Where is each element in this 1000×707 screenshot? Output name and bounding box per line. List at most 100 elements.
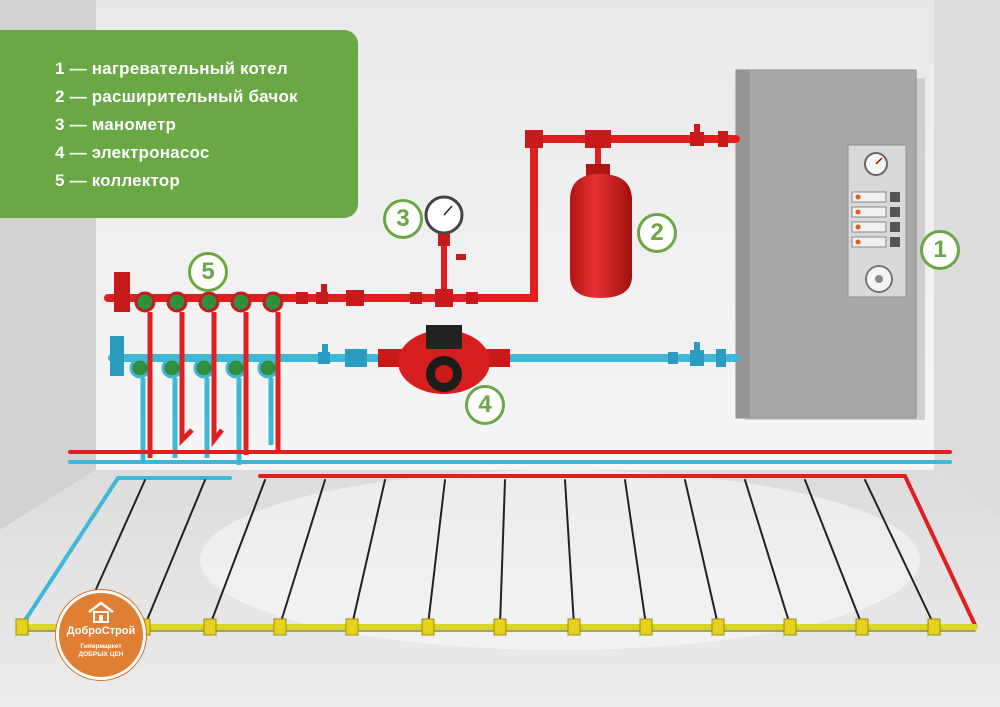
pressure-gauge (424, 195, 464, 246)
return-valve-handle (322, 344, 328, 352)
floor-cross-line (684, 479, 719, 626)
boiler-switch (890, 222, 900, 232)
manifold-supply-valves (134, 291, 284, 313)
return-fitting (110, 336, 124, 376)
floor-loop-coupling (783, 618, 797, 636)
boiler-indicator-lamp (855, 194, 861, 200)
manifold-downpipe (211, 312, 224, 448)
pressure-gauge-stem (438, 232, 450, 246)
manifold-supply-valve (134, 291, 156, 313)
pump-terminal-box (426, 325, 462, 349)
floor-loop-coupling (855, 618, 869, 636)
marker-expansion-tank: 2 (637, 213, 677, 253)
floor-loop-coupling (711, 618, 725, 636)
floor-cross-line (499, 479, 506, 626)
boiler-side (736, 70, 750, 418)
floor-highlight (200, 470, 920, 650)
legend-panel: 1 — нагревательный котел 2 — расширитель… (0, 30, 358, 218)
legend-item-expansion-tank: 2 — расширительный бачок (55, 87, 298, 106)
boiler-indicator-lamp (855, 224, 861, 230)
manifold-return-valve (225, 357, 247, 379)
dobrostroy-logo: ДоброСтрой Гипермаркет ДОБРЫХ ЦЕН (56, 590, 146, 680)
floor-cross-line (564, 479, 575, 626)
floor-loop-coupling (639, 618, 653, 636)
manifold-supply-valve (230, 291, 252, 313)
marker-manifold: 5 (188, 252, 228, 292)
supply-fitting (690, 132, 704, 146)
supply-fitting (410, 292, 422, 304)
boiler-switch (890, 237, 900, 247)
expansion-tank-body (570, 174, 632, 298)
supply-fitting (316, 292, 328, 304)
house-icon (88, 601, 114, 623)
marker-boiler: 1 (920, 230, 960, 270)
manifold-return-valve (257, 357, 279, 379)
supply-fitting (114, 272, 130, 312)
logo-tagline: Гипермаркет (80, 643, 122, 650)
floor-loop-return-branch (20, 476, 120, 627)
return-valve-handle (694, 342, 700, 350)
floor-loop-coupling (345, 618, 359, 636)
return-fitting (690, 350, 704, 366)
legend-item-pump: 4 — электронасос (55, 143, 210, 162)
floor-cross-line (144, 479, 206, 626)
logo-name: ДоброСтрой (66, 625, 136, 637)
return-fitting (318, 352, 330, 364)
supply-valve-handle (456, 254, 466, 260)
floor-loop-coupling (927, 618, 941, 636)
manifold-downpipes (140, 312, 281, 465)
floor-loop-supply-branch (258, 474, 977, 627)
boiler-indicator-row (851, 191, 887, 203)
manifold-supply-valve (166, 291, 188, 313)
supply-fittings (114, 124, 728, 312)
boiler-indicator-row (851, 206, 887, 218)
expansion-tank-cap (586, 164, 610, 176)
manifold-return-valve (129, 357, 151, 379)
return-fitting (668, 352, 678, 364)
boiler-indicator-row (851, 221, 887, 233)
boiler-indicator-rows (851, 191, 900, 248)
floor-cross-line (279, 479, 326, 626)
floor-cross-line (804, 479, 863, 626)
boiler-indicator-row (851, 236, 887, 248)
circulation-pump (378, 325, 510, 394)
supply-fitting (466, 292, 478, 304)
floor-loop-coupling (273, 618, 287, 636)
supply-fitting (346, 290, 364, 306)
manifold-downpipe (179, 312, 194, 447)
floor-cross-line (864, 479, 935, 626)
supply-fitting (718, 131, 728, 147)
manifold-supply-valve (262, 291, 284, 313)
boiler-switch (890, 207, 900, 217)
legend-item-boiler: 1 — нагревательный котел (55, 59, 288, 78)
supply-fitting (296, 292, 308, 304)
floor (0, 470, 1000, 707)
supply-fitting (525, 130, 543, 148)
return-fitting (716, 349, 726, 367)
boiler-gauge-needle (875, 157, 883, 165)
floor-cross-line (624, 479, 647, 626)
supply-valve-handle (694, 124, 700, 132)
boiler-switch (890, 192, 900, 202)
right-wall (934, 0, 1000, 520)
expansion-tank (570, 164, 632, 298)
manifold-supply-valve (198, 291, 220, 313)
floor-cross-line (744, 479, 791, 626)
floor-cross-line (427, 479, 446, 626)
marker-pump: 4 (465, 385, 505, 425)
pressure-gauge-needle (443, 205, 453, 216)
pump-motor-center (435, 365, 453, 383)
manifold-return-valve (161, 357, 183, 379)
logo-tagline: ДОБРЫХ ЦЕН (78, 651, 124, 658)
floor-loop-coupling (567, 618, 581, 636)
return-fitting (345, 349, 367, 367)
manifold (129, 291, 284, 465)
boiler-thermostat-center (875, 275, 883, 283)
boiler (735, 69, 925, 420)
supply-valve-handle (321, 284, 327, 292)
floor-cross-line (351, 479, 386, 626)
legend-item-manifold: 5 — коллектор (55, 171, 180, 190)
floor-loop-coupling (493, 618, 507, 636)
manifold-return-valves (129, 357, 279, 379)
floor-heating-loop (15, 450, 978, 636)
